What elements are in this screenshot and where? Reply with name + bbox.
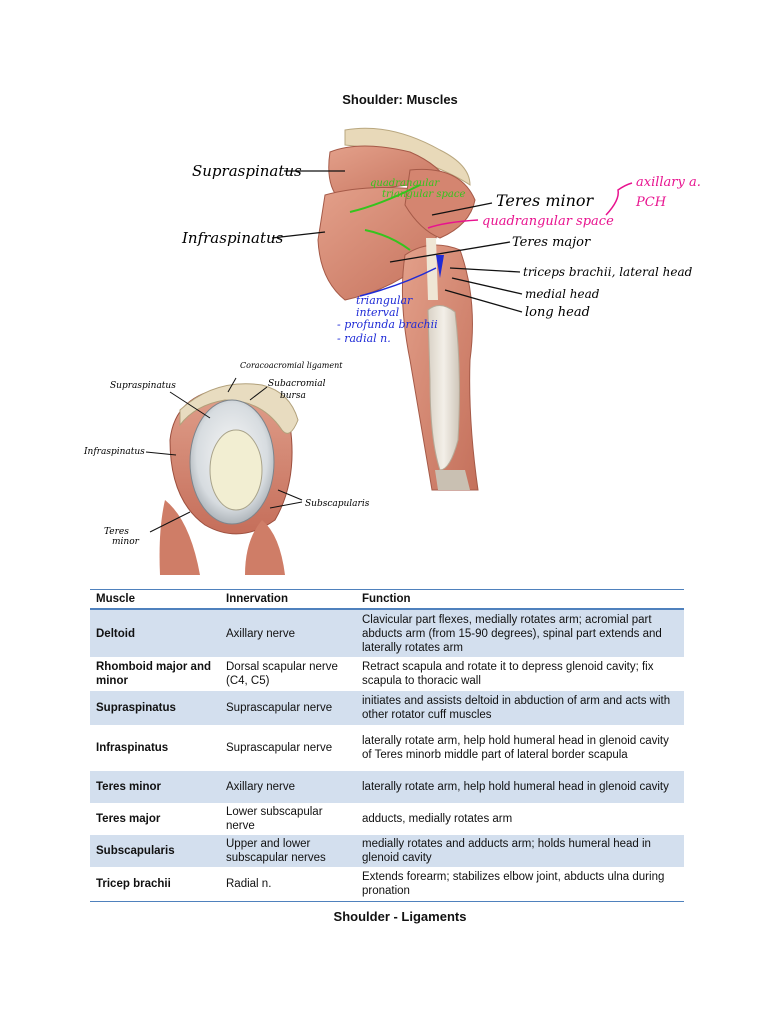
table-row: Rhomboid major and minor Dorsal scapular… — [90, 657, 684, 691]
label-coracoacromial-ligament: Coracoacromial ligament — [240, 361, 343, 370]
muscle-name: Subscapularis — [90, 835, 220, 867]
innervation: Axillary nerve — [220, 609, 356, 657]
muscle-name: Infraspinatus — [96, 742, 169, 754]
label-quadrangular-space: quadrangular space — [482, 214, 614, 229]
muscle-name: Teres minor — [90, 771, 220, 803]
label-teres: Teres — [104, 527, 129, 537]
label-profunda-brachii: - profunda brachii — [337, 318, 438, 331]
innervation: Dorsal scapular nerve (C4, C5) — [226, 661, 338, 687]
table-header-row: Muscle Innervation Function — [90, 589, 684, 610]
glenoid-cavity-illustration: Coracoacromial ligament Supraspinatus Su… — [83, 350, 380, 575]
label-medial-head: medial head — [525, 287, 600, 301]
muscle-name: Teres major — [96, 813, 161, 825]
header-innervation: Innervation — [220, 589, 356, 610]
innervation: Axillary nerve — [220, 771, 356, 803]
table-row: Supraspinatus Suprascapular nerve initia… — [90, 691, 684, 725]
label-teres-minor: Teres minor — [496, 191, 595, 210]
table-row: Teres major Lower subscapular nerve addu… — [90, 803, 684, 835]
label-axillary-artery: axillary a. — [636, 175, 701, 190]
function: initiates and assists deltoid in abducti… — [356, 691, 684, 725]
label-infraspinatus: Infraspinatus — [181, 229, 284, 247]
label-teres-major: Teres major — [512, 235, 591, 250]
innervation: Upper and lower subscapular nerves — [220, 835, 356, 867]
header-function: Function — [356, 589, 684, 610]
muscle-name: Supraspinatus — [90, 691, 220, 725]
muscle-name: Rhomboid major and minor — [96, 661, 211, 687]
label-subacromial: Subacromial — [268, 379, 326, 389]
section-title-ligaments: Shoulder - Ligaments — [333, 909, 467, 924]
table-row: Tricep brachii Radial n. Extends forearm… — [90, 867, 684, 902]
function: Retract scapula and rotate it to depress… — [362, 661, 654, 687]
label-triceps-lateral-head: triceps brachii, lateral head — [523, 265, 693, 279]
function: laterally rotate arm, help hold humeral … — [356, 771, 684, 803]
label-pch: PCH — [635, 195, 667, 210]
label-interval: interval — [356, 306, 400, 319]
innervation: Suprascapular nerve — [226, 742, 333, 754]
muscle-table: Muscle Innervation Function Deltoid Axil… — [90, 589, 684, 902]
label-supraspinatus: Supraspinatus — [192, 162, 302, 180]
function: Extends forearm; stabilizes elbow joint,… — [356, 867, 684, 902]
table-row: Infraspinatus Suprascapular nerve latera… — [90, 725, 684, 771]
function: Clavicular part flexes, medially rotates… — [356, 609, 684, 657]
green-note-triangular-space: triangular space — [382, 189, 465, 200]
label-triangular: triangular — [356, 294, 413, 307]
posterior-shoulder-illustration: quadrangular triangular space Supraspina… — [181, 127, 701, 491]
muscle-name: Deltoid — [90, 609, 220, 657]
innervation: Radial n. — [220, 867, 356, 902]
label-subscapularis: Subscapularis — [305, 499, 370, 509]
label-joint-infraspinatus: Infraspinatus — [83, 447, 145, 457]
innervation: Lower subscapular nerve — [226, 806, 323, 832]
label-radial-nerve: - radial n. — [337, 332, 391, 345]
innervation: Suprascapular nerve — [220, 691, 356, 725]
label-bursa: bursa — [280, 391, 306, 401]
label-minor: minor — [112, 537, 140, 547]
function: laterally rotate arm, help hold humeral … — [362, 735, 669, 761]
label-long-head: long head — [525, 305, 590, 320]
table-row: Teres minor Axillary nerve laterally rot… — [90, 771, 684, 803]
green-note-quadrangular: quadrangular — [370, 178, 440, 189]
function: adducts, medially rotates arm — [362, 813, 513, 825]
table-row: Subscapularis Upper and lower subscapula… — [90, 835, 684, 867]
page-title: Shoulder: Muscles — [342, 92, 458, 107]
label-joint-supraspinatus: Supraspinatus — [110, 381, 176, 391]
function: medially rotates and adducts arm; holds … — [356, 835, 684, 867]
muscle-name: Tricep brachii — [90, 867, 220, 902]
header-muscle: Muscle — [90, 589, 220, 610]
table-row: Deltoid Axillary nerve Clavicular part f… — [90, 609, 684, 657]
